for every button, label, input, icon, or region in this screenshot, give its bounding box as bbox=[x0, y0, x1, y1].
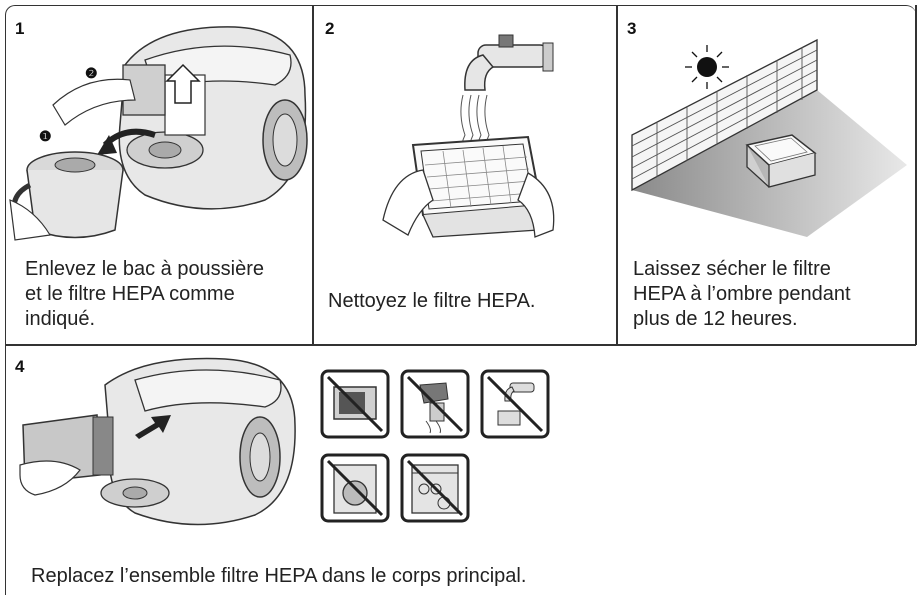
vacuum-filter-reinsertion-illustration bbox=[19, 357, 296, 526]
no-washing-machine-icon bbox=[320, 453, 390, 523]
step-number: 1 bbox=[15, 19, 25, 38]
no-hair-dryer-icon bbox=[400, 369, 470, 439]
col-divider-1 bbox=[312, 5, 314, 345]
washing-filter-under-tap-illustration bbox=[382, 34, 555, 238]
step-number: 3 bbox=[627, 19, 637, 38]
step-1-panel: 1 ❷ ❶ Enlevez le bac à poussière et le f… bbox=[5, 5, 312, 344]
step-caption: Replacez l’ensemble filtre HEPA dans le … bbox=[31, 565, 527, 587]
instruction-frame bbox=[5, 5, 916, 595]
filter-drying-in-shade-illustration bbox=[631, 38, 907, 237]
marker-two: ❷ bbox=[85, 65, 98, 81]
step-caption: Nettoyez le filtre HEPA. bbox=[328, 290, 536, 312]
no-tap-water-icon bbox=[480, 369, 550, 439]
prohibited-methods-group bbox=[315, 369, 560, 529]
step-4-panel: 4 bbox=[5, 345, 915, 595]
vacuum-dust-bin-removal-illustration bbox=[9, 26, 308, 241]
step-2-panel: 2 Nettoyez le filtre HEPA. bbox=[313, 5, 616, 344]
frame-right-border bbox=[915, 5, 917, 345]
step-caption: Laissez sécher le filtre HEPA à l’ombre … bbox=[633, 258, 851, 330]
step-number: 2 bbox=[325, 19, 335, 38]
no-dishwasher-icon bbox=[400, 453, 470, 523]
step-3-panel: 3 bbox=[617, 5, 915, 344]
marker-one: ❶ bbox=[39, 128, 52, 144]
sun-icon bbox=[685, 45, 729, 89]
col-divider-2 bbox=[616, 5, 618, 345]
no-oven-icon bbox=[320, 369, 390, 439]
step-number: 4 bbox=[15, 357, 25, 376]
row-divider bbox=[5, 344, 916, 346]
step-caption: Enlevez le bac à poussière et le filtre … bbox=[25, 258, 265, 330]
